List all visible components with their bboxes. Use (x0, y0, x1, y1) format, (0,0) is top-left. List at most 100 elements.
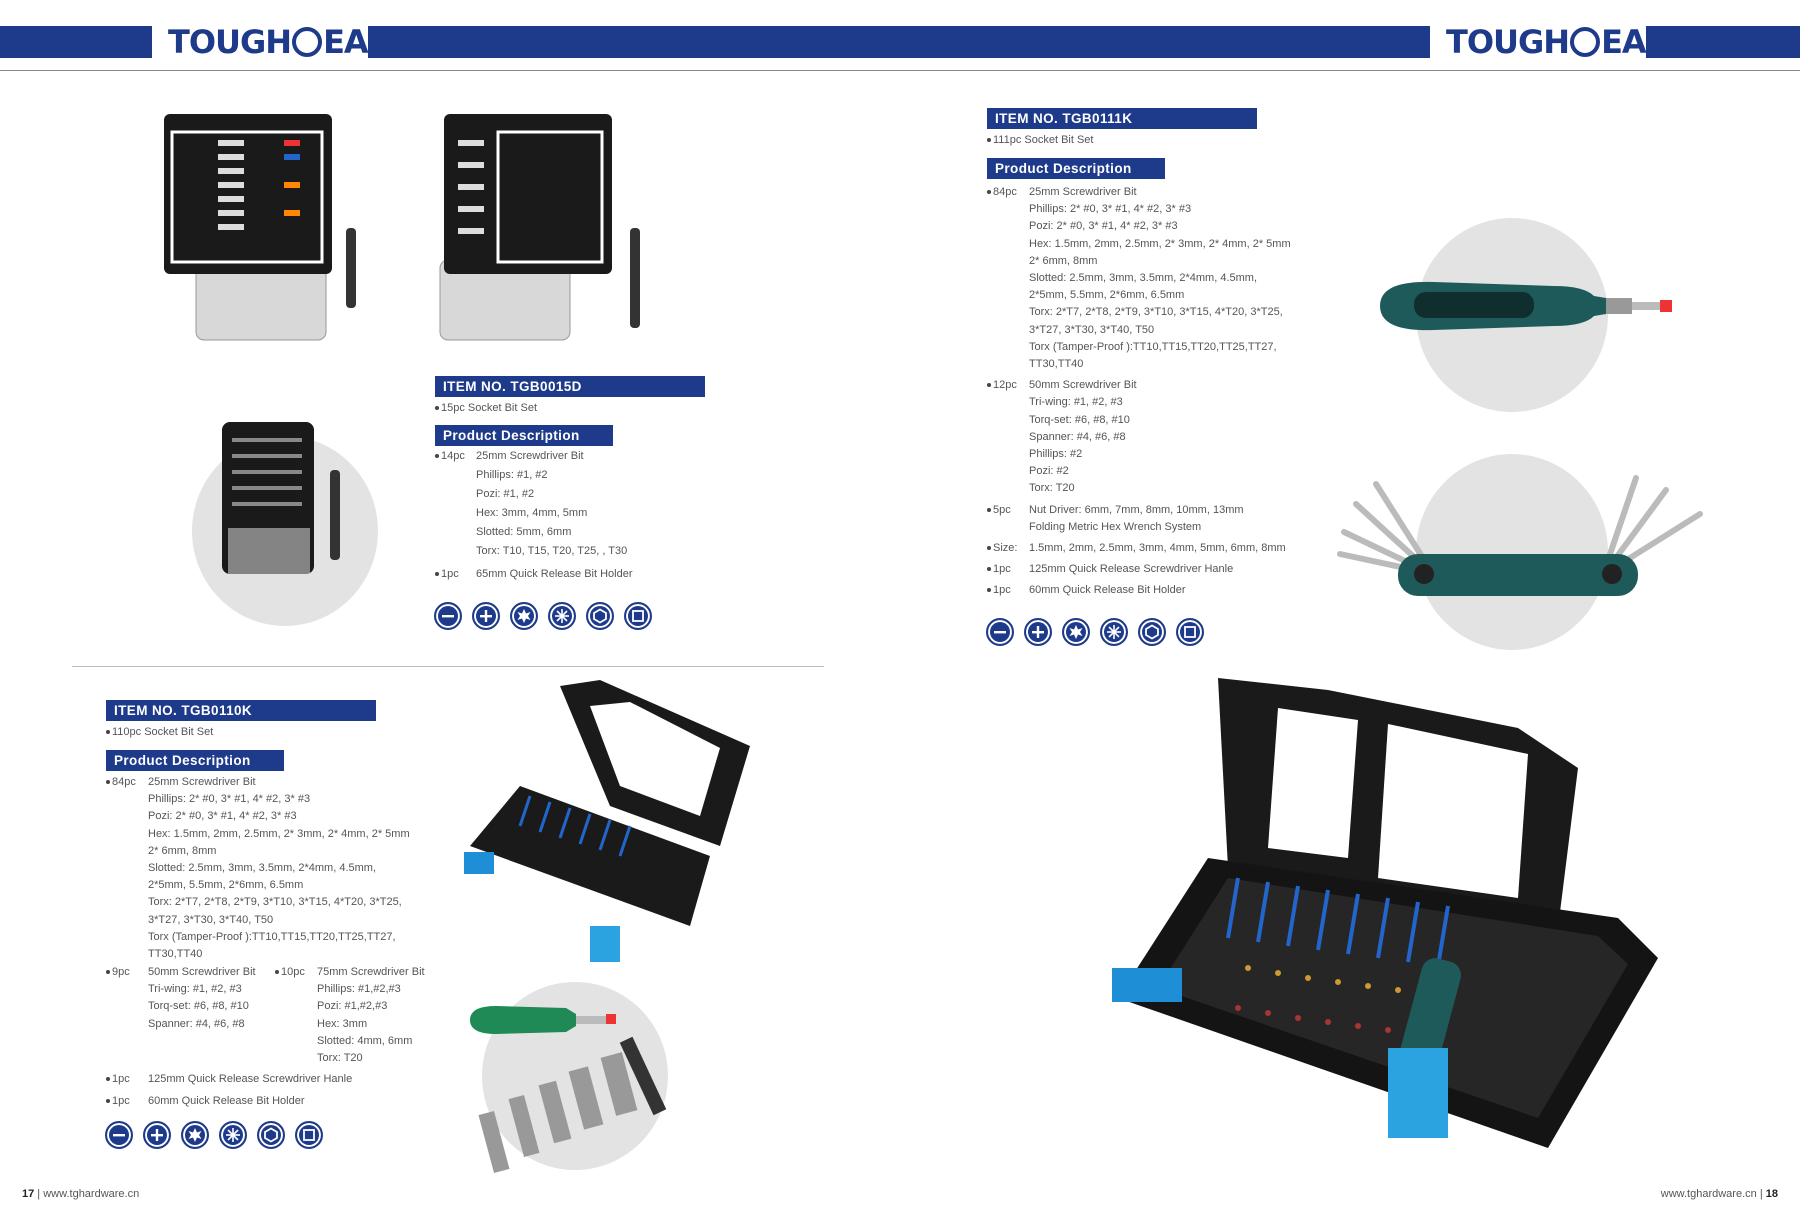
desc-line: TT30,TT40 (148, 948, 203, 960)
desc-line: Phillips: 2* #0, 3* #1, 4* #2, 3* #3 (148, 793, 311, 806)
desc-qty: 1pc (987, 561, 1011, 578)
desc-qty: 1pc (435, 566, 459, 583)
desc-line: 25mm Screwdriver Bit (1029, 186, 1137, 198)
product-photo-screwdriver-nutdrivers (470, 1006, 667, 1174)
desc-line: 2* 6mm, 8mm (148, 844, 217, 857)
desc-line: Torq-set: #6, #8, #10 (148, 1000, 249, 1013)
desc-qty: 84pc (987, 184, 1017, 201)
desc-line: Torx: 2*T7, 2*T8, 2*T9, 3*T10, 3*T15, 4*… (148, 896, 402, 909)
desc-line: Phillips: #1, #2 (476, 469, 548, 481)
gear-logo-icon (292, 27, 323, 57)
desc-line: 75mm Screwdriver Bit (317, 966, 425, 978)
gear-logo-icon (1570, 27, 1601, 57)
desc-qty: 5pc (987, 502, 1011, 519)
desc-line: Pozi: 2* #0, 3* #1, 4* #2, 3* #3 (1029, 220, 1178, 233)
desc-qty: 12pc (987, 377, 1017, 394)
desc-line: Torx: 2*T7, 2*T8, 2*T9, 3*T10, 3*T15, 4*… (1029, 306, 1283, 319)
footer-left: 17 | www.tghardware.cn (22, 1188, 140, 1200)
desc-line: Hex: 1.5mm, 2mm, 2.5mm, 2* 3mm, 2* 4mm, … (148, 827, 410, 840)
desc-line: Torx (Tamper-Proof ):TT10,TT15,TT20,TT25… (1029, 340, 1277, 353)
item-number-tgb0110k: ITEM NO. TGB0110K (106, 700, 376, 721)
desc-line: 125mm Quick Release Screwdriver Hanle (148, 1073, 353, 1085)
desc-line: 50mm Screwdriver Bit (1029, 379, 1137, 392)
square-icon (295, 1121, 323, 1149)
torx-icon (181, 1121, 209, 1149)
item-number-tgb0015d: ITEM NO. TGB0015D (435, 376, 705, 397)
torx-icon (1062, 618, 1090, 646)
desc-line: Pozi: #2 (1029, 465, 1069, 478)
hex-icon (1138, 618, 1166, 646)
desc-line: 50mm Screwdriver Bit (148, 966, 256, 978)
desc-line: Pozi: #1, #2 (476, 488, 535, 500)
product-photo-111pc-case (1112, 678, 1658, 1148)
pozi-icon (548, 602, 576, 630)
desc-line: 3*T27, 3*T30, 3*T40, T50 (1029, 323, 1155, 336)
desc-line: 2*5mm, 5.5mm, 2*6mm, 6.5mm (1029, 289, 1185, 302)
desc-line: 60mm Quick Release Bit Holder (1029, 584, 1186, 597)
desc-title-tgb0015d: Product Description (435, 425, 613, 446)
header-bar-right (1646, 26, 1800, 58)
desc-line: 65mm Quick Release Bit Holder (476, 568, 633, 580)
desc-line: Phillips: 2* #0, 3* #1, 4* #2, 3* #3 (1029, 203, 1192, 216)
slotted-icon (434, 602, 462, 630)
desc-line: Spanner: #4, #6, #8 (1029, 430, 1126, 443)
desc-title-tgb0110k: Product Description (106, 750, 284, 771)
pozi-icon (1100, 618, 1128, 646)
slotted-icon (986, 618, 1014, 646)
desc-line: Slotted: 2.5mm, 3mm, 3.5mm, 2*4mm, 4.5mm… (1029, 272, 1258, 284)
desc-line: Spanner: #4, #6, #8 (148, 1017, 245, 1030)
desc-qty: 1pc (106, 1071, 130, 1088)
product-photo-folding-hex-wrench (1337, 475, 1703, 596)
desc-line: Tri-wing: #1, #2, #3 (148, 983, 242, 996)
product-photo-ratchet-screwdriver (1380, 281, 1672, 331)
desc-line: Slotted: 2.5mm, 3mm, 3.5mm, 2*4mm, 4.5mm… (148, 862, 377, 874)
desc-line: 3*T27, 3*T30, 3*T40, T50 (148, 913, 274, 926)
desc-line: 125mm Quick Release Screwdriver Hanle (1029, 563, 1234, 576)
header-bar-center (368, 26, 1430, 58)
bit-icons-tgb0110k (105, 1121, 323, 1149)
desc-line: Torx: T10, T15, T20, T25, , T30 (476, 545, 628, 557)
hex-icon (586, 602, 614, 630)
desc-qty: Size: (987, 540, 1017, 557)
desc-line: Pozi: 2* #0, 3* #1, 4* #2, 3* #3 (148, 810, 297, 823)
header-rule (0, 70, 1800, 71)
item-number-tgb0111k: ITEM NO. TGB0111K (987, 108, 1257, 129)
desc-line: Torx: T20 (317, 1052, 363, 1064)
product-photo-backdrop (1416, 454, 1608, 650)
subtitle-tgb0110k: 110pc Socket Bit Set (106, 724, 213, 741)
desc-line: Pozi: #1,#2,#3 (317, 1000, 388, 1013)
section-divider (72, 666, 824, 667)
subtitle-tgb0111k: 111pc Socket Bit Set (987, 132, 1093, 149)
desc-line: 1.5mm, 2mm, 2.5mm, 3mm, 4mm, 5mm, 6mm, 8… (1029, 542, 1286, 554)
desc-line: 25mm Screwdriver Bit (476, 450, 584, 462)
desc-title-tgb0111k: Product Description (987, 158, 1165, 179)
desc-qty: 1pc (987, 582, 1011, 599)
phillips-icon (472, 602, 500, 630)
torx-icon (510, 602, 538, 630)
subtitle-tgb0015d: 15pc Socket Bit Set (435, 400, 537, 417)
phillips-icon (143, 1121, 171, 1149)
square-icon (624, 602, 652, 630)
square-icon (1176, 618, 1204, 646)
desc-qty: 84pc (106, 774, 136, 791)
desc-line: Phillips: #1,#2,#3 (317, 983, 401, 996)
bit-icons-tgb0111k (986, 618, 1204, 646)
desc-line: Hex: 3mm, 4mm, 5mm (476, 507, 588, 519)
desc-qty: 9pc (106, 964, 130, 981)
desc-line: Phillips: #2 (1029, 448, 1083, 460)
product-photo-15pc-case-b (439, 114, 640, 341)
desc-line: 2*5mm, 5.5mm, 2*6mm, 6.5mm (148, 879, 304, 892)
desc-qty: 10pc (275, 964, 305, 981)
desc-line: Slotted: 5mm, 6mm (476, 526, 572, 538)
footer-right: www.tghardware.cn | 18 (1660, 1188, 1778, 1200)
desc-line: Slotted: 4mm, 6mm (317, 1034, 413, 1047)
header-bar-left (0, 26, 152, 58)
hex-icon (257, 1121, 285, 1149)
desc-line: 25mm Screwdriver Bit (148, 776, 256, 788)
desc-line: Folding Metric Hex Wrench System (1029, 520, 1202, 533)
desc-line: Hex: 3mm (317, 1017, 368, 1030)
desc-line: Torx: T20 (1029, 482, 1075, 495)
desc-line: Torx (Tamper-Proof ):TT10,TT15,TT20,TT25… (148, 930, 396, 943)
desc-line: Nut Driver: 6mm, 7mm, 8mm, 10mm, 13mm (1029, 503, 1244, 516)
